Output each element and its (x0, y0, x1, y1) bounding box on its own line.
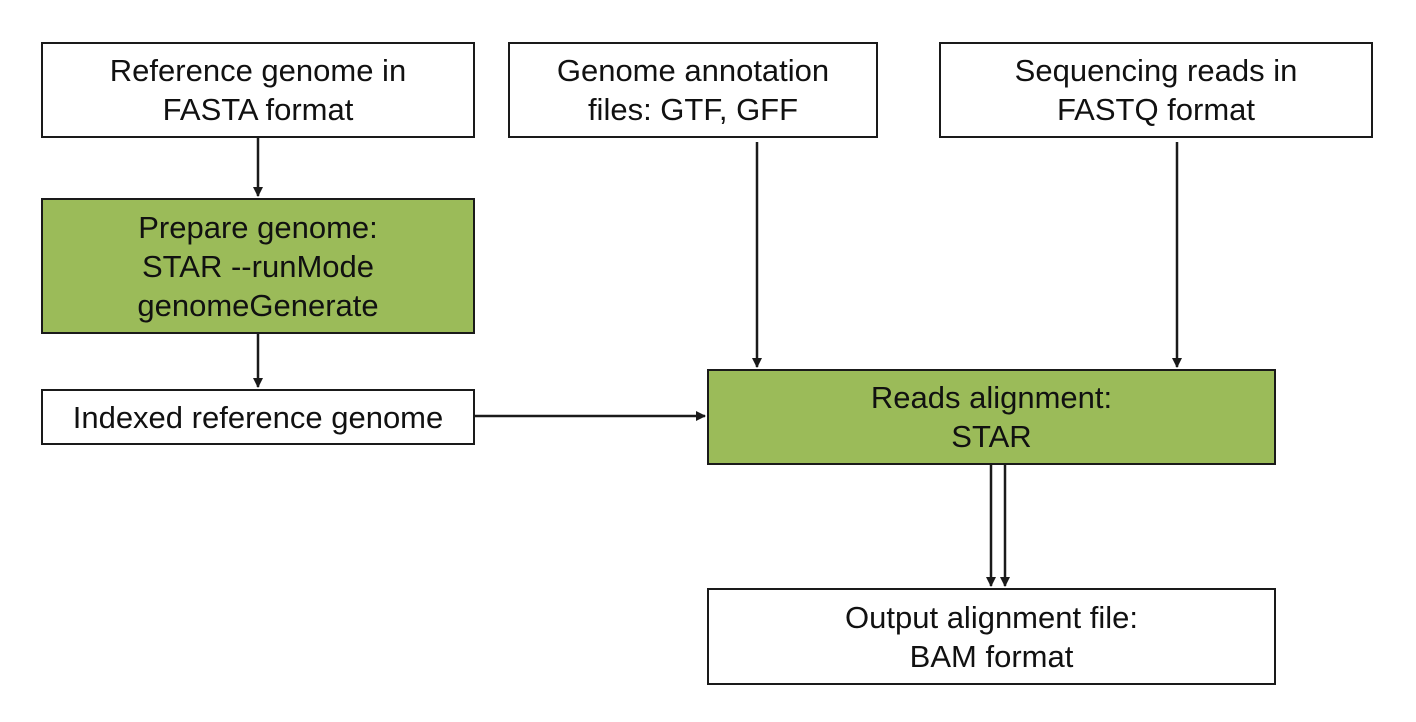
node-label-line: Reads alignment: (870, 380, 1113, 415)
node-label-line: FASTQ format (1056, 92, 1256, 127)
node-label-line: FASTA format (162, 92, 354, 127)
node-label-line: genomeGenerate (137, 287, 379, 323)
node-label-line: STAR (951, 419, 1032, 454)
node-label-line: Prepare genome: (138, 209, 378, 245)
genome-annotation-box: Genome annotation files: GTF, GFF (508, 42, 878, 138)
node-label-line: Indexed reference genome (72, 399, 444, 435)
prepare-genome-box: Prepare genome: STAR --runMode genomeGen… (41, 198, 475, 334)
node-label-line: Genome annotation (556, 53, 830, 88)
sequencing-reads-box: Sequencing reads in FASTQ format (939, 42, 1373, 138)
node-label-line: files: GTF, GFF (587, 92, 799, 127)
output-alignment-box: Output alignment file: BAM format (707, 588, 1276, 685)
node-label-line: BAM format (909, 638, 1074, 674)
node-label-line: Sequencing reads in (1014, 53, 1298, 88)
reads-alignment-box: Reads alignment: STAR (707, 369, 1276, 465)
node-label-line: STAR --runMode (142, 248, 374, 284)
reference-genome-box: Reference genome in FASTA format (41, 42, 475, 138)
node-label-line: Reference genome in (109, 53, 407, 88)
indexed-genome-box: Indexed reference genome (41, 389, 475, 445)
node-label-line: Output alignment file: (845, 599, 1138, 635)
